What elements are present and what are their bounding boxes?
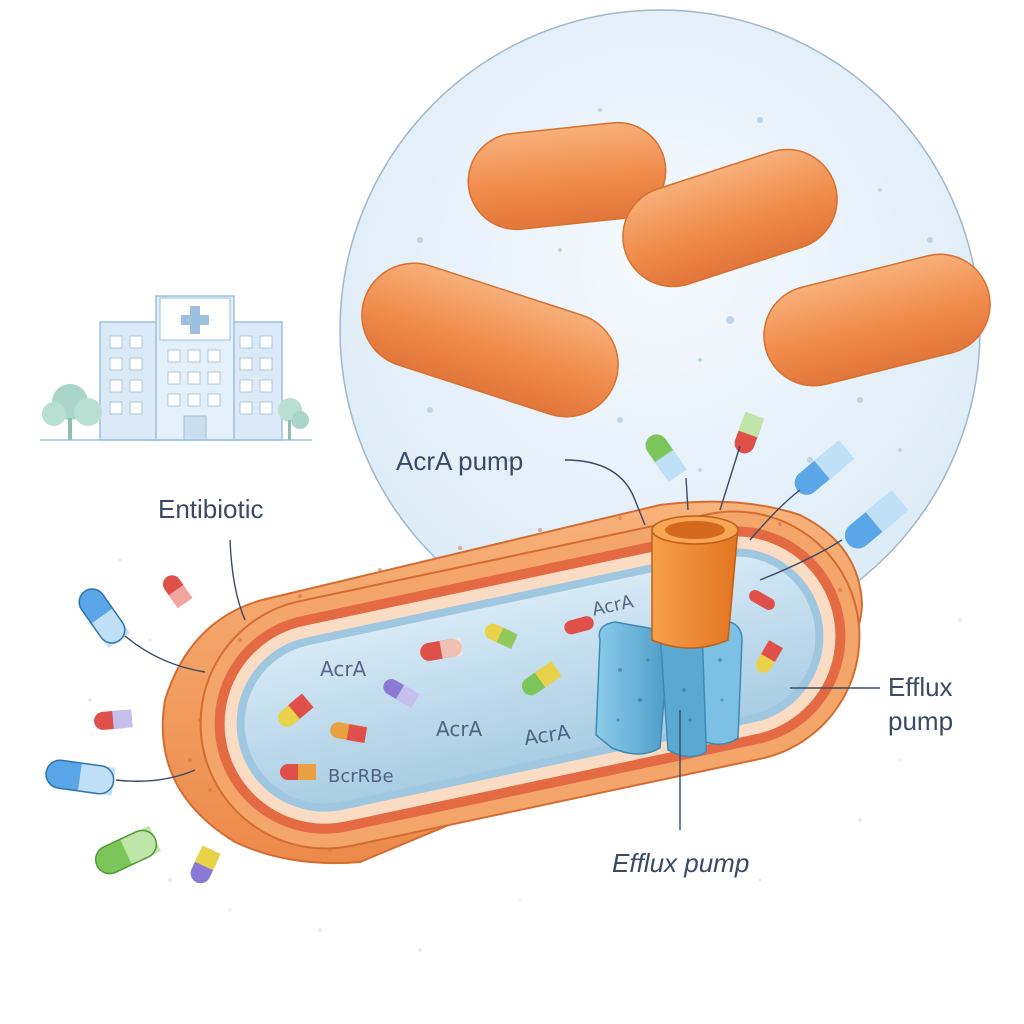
cross-icon <box>159 297 231 341</box>
intracellular-drugs <box>278 590 783 780</box>
capsule-stem-line <box>115 769 196 782</box>
background-speckles <box>88 558 962 952</box>
bacteria-rod <box>467 121 667 231</box>
acra-pump-label: AcrA pump <box>396 446 523 476</box>
hospital-icon <box>40 295 312 441</box>
bacteria-rod <box>622 148 838 288</box>
callout-lines <box>115 445 880 830</box>
capsule-icon <box>645 434 687 482</box>
capsule-stem-line <box>759 539 843 581</box>
capsule-stem-line <box>749 489 801 541</box>
tree-icon <box>42 384 102 440</box>
capsule-icon <box>94 709 133 730</box>
pump-orange-channel <box>651 515 739 649</box>
capsule-icon <box>45 759 116 796</box>
efflux-pump-label-line1: Efflux <box>888 672 953 702</box>
bacteria-rod <box>763 253 991 387</box>
capsule-icon <box>78 588 130 649</box>
capsule-icon <box>162 575 193 609</box>
inner-text: AcrA <box>436 717 483 741</box>
inner-text: AcrA <box>320 657 367 681</box>
capsule-stem-line <box>124 635 206 673</box>
capsule-stem-line <box>685 477 689 511</box>
efflux-pump-bottom-label: Efflux pump <box>612 848 749 878</box>
bacterium-cross-section <box>161 500 864 865</box>
efflux-pump <box>595 515 743 758</box>
antibiotic-label: Entibiotic <box>158 494 264 524</box>
capsule-icon <box>794 440 855 495</box>
capsule-icon <box>844 490 909 549</box>
acra-callout-line <box>564 459 646 526</box>
capsule-stem-line <box>719 445 741 511</box>
antibiotic-capsules <box>45 411 909 884</box>
capsule-icon <box>734 411 765 454</box>
efflux-pump-label-line2: pump <box>888 706 953 736</box>
bacteria-rod <box>361 262 619 418</box>
inner-text: BcrRBe <box>328 766 394 787</box>
antibiotic-callout-line <box>229 539 246 621</box>
capsule-icon <box>190 845 221 884</box>
capsule-icon <box>94 825 161 875</box>
tree-icon <box>278 398 309 440</box>
